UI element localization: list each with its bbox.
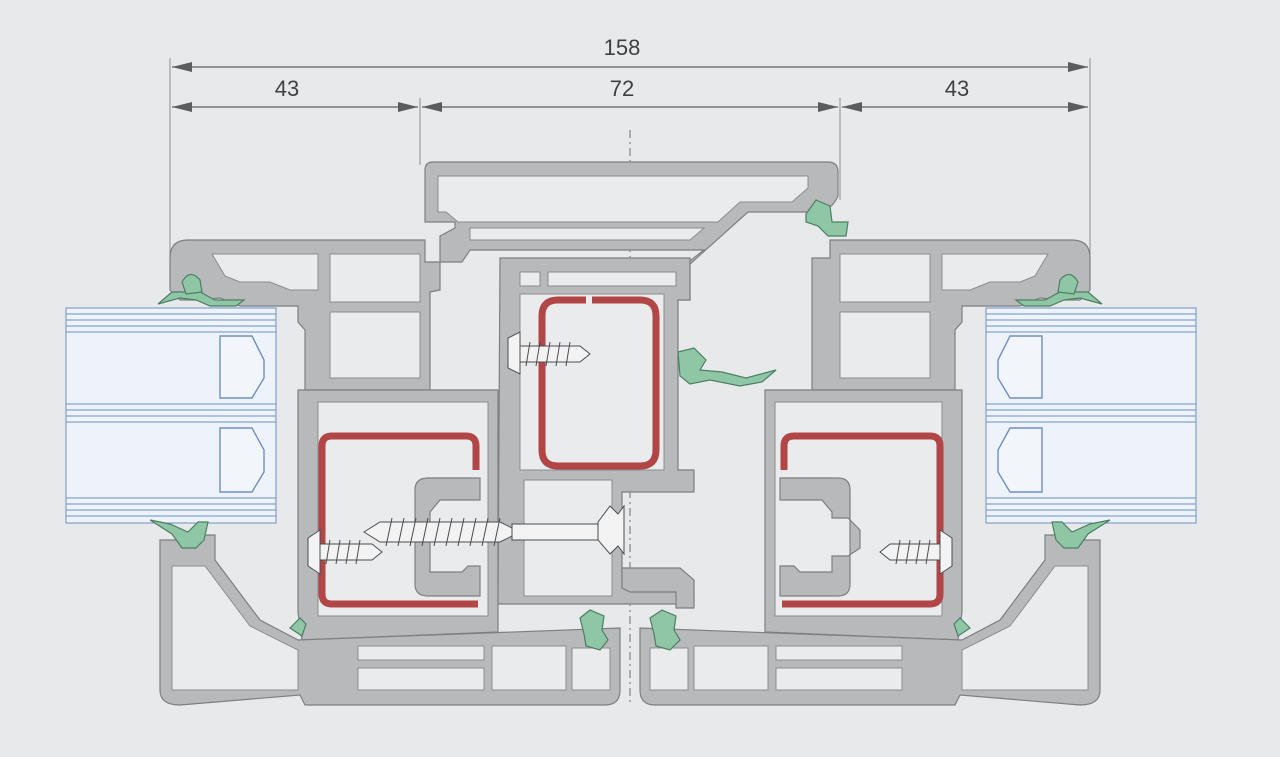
gasket-cover-right	[805, 199, 849, 237]
steel-reinforcement-left	[318, 432, 480, 608]
spacer-right-lower	[997, 427, 1043, 493]
dimension-left: 43	[172, 76, 418, 112]
screw-left	[307, 529, 383, 575]
gasket-right-bottom	[1051, 519, 1111, 549]
dimension-overall-label: 158	[604, 35, 641, 60]
gasket-left-bottom	[149, 519, 209, 549]
gasket-bottom-left-corner	[289, 617, 307, 637]
steel-reinforcements	[318, 296, 944, 608]
mullion-profile	[497, 257, 695, 605]
screw-mullion	[507, 331, 591, 375]
glazing-right	[985, 307, 1197, 524]
gasket-bottom-left-center	[579, 609, 609, 651]
dimension-lines: 158 43 72 43	[169, 35, 1091, 268]
dimension-right: 43	[842, 76, 1088, 112]
spacer-left-upper	[219, 335, 265, 399]
screws	[307, 331, 953, 575]
left-frame-profile	[159, 239, 621, 706]
gasket-mullion-weatherstrip	[677, 347, 777, 387]
steel-reinforcement-right	[780, 432, 944, 608]
screw-long	[363, 504, 625, 556]
glazing-left	[65, 307, 277, 524]
gasket-left-top-clip	[181, 273, 203, 295]
gaskets	[149, 199, 1111, 651]
gasket-bottom-right-center	[649, 609, 681, 651]
dimension-left-label: 43	[275, 76, 299, 101]
spacer-left-lower	[219, 427, 265, 493]
dimension-middle: 72	[422, 76, 838, 112]
mullion-cover-profile	[424, 161, 839, 301]
dimension-middle-label: 72	[610, 76, 634, 101]
steel-reinforcement-mullion	[538, 296, 660, 470]
clip-profiles	[414, 477, 861, 609]
dimension-right-label: 43	[945, 76, 969, 101]
dimension-overall: 158	[172, 35, 1088, 72]
spacer-right-upper	[997, 335, 1043, 399]
right-frame-profile	[639, 239, 1101, 706]
gasket-right-top-clip	[1057, 273, 1079, 295]
gasket-bottom-right-corner	[953, 617, 971, 637]
screw-right	[879, 529, 953, 575]
